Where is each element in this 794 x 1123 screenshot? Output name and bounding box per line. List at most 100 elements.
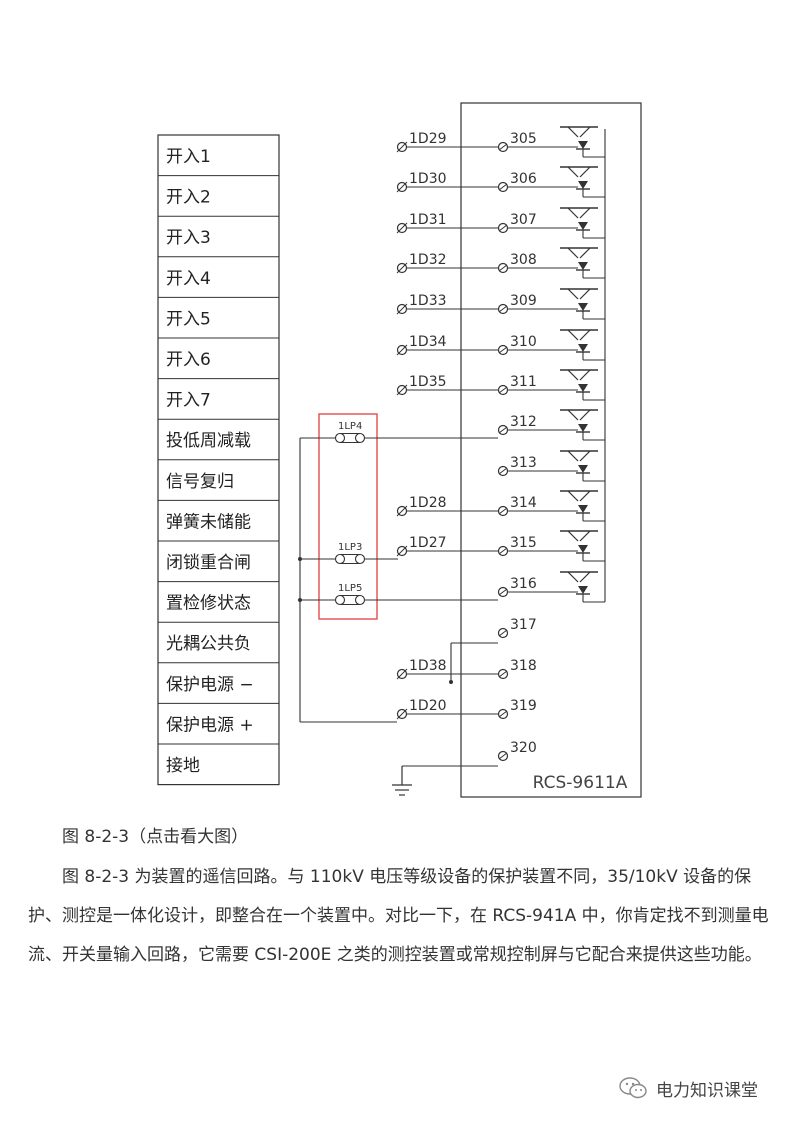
optocoupler: [560, 530, 598, 561]
figure-caption: 图 8-2-3（点击看大图）: [62, 827, 249, 847]
terminal-label: 1D30: [409, 171, 447, 187]
device-box: [460, 102, 642, 798]
wiring: [298, 129, 606, 767]
optocoupler-array: [560, 126, 598, 602]
transistor-lead: [567, 329, 579, 341]
optocoupler: [560, 247, 598, 278]
terminal-slash: [396, 222, 408, 234]
transistor-lead: [567, 450, 579, 462]
input-label: 置检修状态: [166, 594, 251, 614]
terminal-label: 1D38: [409, 658, 447, 674]
body-paragraph: 图 8-2-3 为装置的遥信回路。与 110kV 电压等级设备的保护装置不同，3…: [28, 867, 769, 965]
transistor-lead: [579, 329, 591, 341]
transistor-lead: [579, 450, 591, 462]
watermark: 电力知识课堂: [618, 1074, 758, 1102]
pin-number: 306: [510, 171, 537, 187]
terminal-slash: [396, 708, 408, 720]
junction-dot: [449, 680, 453, 684]
led-triangle: [578, 262, 588, 270]
terminal-label: 1D27: [409, 535, 447, 551]
plate-contact: [334, 553, 346, 565]
pin-number: 317: [510, 617, 537, 633]
pin-slash: [498, 670, 508, 678]
terminal-label: 1D35: [409, 374, 447, 390]
led-triangle: [578, 505, 588, 513]
pin-number: 315: [510, 535, 537, 551]
led-triangle: [578, 222, 588, 230]
pin-slash: [498, 507, 508, 515]
pin-slash: [498, 588, 508, 596]
pin-slash: [498, 629, 508, 637]
input-label: 开入2: [166, 188, 211, 208]
input-label: 开入7: [166, 391, 211, 411]
pin-number: 305: [510, 131, 537, 147]
transistor-lead: [567, 247, 579, 259]
terminal-label: 1D29: [409, 131, 447, 147]
terminal-slash: [396, 505, 408, 517]
pin-slash: [498, 143, 508, 151]
optocoupler: [560, 369, 598, 400]
led-triangle: [578, 384, 588, 392]
transistor-lead: [567, 369, 579, 381]
pin-number: 311: [510, 374, 537, 390]
optocoupler: [560, 288, 598, 319]
optocoupler: [560, 126, 598, 157]
input-label-table: 开入1开入2开入3开入4开入5开入6开入7投低周减载信号复归弹簧未储能闭锁重合闸…: [157, 134, 280, 786]
transistor-lead: [567, 166, 579, 178]
pin-number: 310: [510, 334, 537, 350]
led-triangle: [578, 545, 588, 553]
transistor-lead: [567, 288, 579, 300]
input-label: 开入3: [166, 228, 211, 248]
pin-number: 308: [510, 252, 537, 268]
plate-label: 1LP4: [338, 421, 362, 432]
transistor-lead: [579, 409, 591, 421]
pin-slash: [498, 752, 508, 760]
input-label: 闭锁重合闸: [166, 553, 251, 573]
pin-number: 309: [510, 293, 537, 309]
terminal-slash: [396, 262, 408, 274]
terminal-slash: [396, 344, 408, 356]
terminal-slash: [396, 303, 408, 315]
optocoupler: [560, 571, 598, 602]
transistor-lead: [567, 490, 579, 502]
transistor-lead: [567, 207, 579, 219]
optocoupler: [560, 409, 598, 440]
transistor-lead: [579, 126, 591, 138]
input-label: 接地: [166, 756, 200, 776]
input-label: 信号复归: [166, 472, 234, 492]
optocoupler: [560, 490, 598, 521]
plate-contact: [354, 432, 366, 444]
optocoupler: [560, 450, 598, 481]
terminal-slash: [396, 181, 408, 193]
plate-contact: [354, 553, 366, 565]
led-triangle: [578, 586, 588, 594]
transistor-lead: [579, 530, 591, 542]
led-triangle: [578, 181, 588, 189]
pin-slash: [498, 467, 508, 475]
transistor-lead: [579, 247, 591, 259]
telemetry-circuit-diagram: 开入1开入2开入3开入4开入5开入6开入7投低周减载信号复归弹簧未储能闭锁重合闸…: [157, 102, 642, 798]
transistor-lead: [579, 207, 591, 219]
transistor-lead: [567, 530, 579, 542]
pin-slash: [498, 183, 508, 191]
terminal-slash: [396, 141, 408, 153]
pin-number: 312: [510, 414, 537, 430]
transistor-lead: [579, 571, 591, 583]
terminal-label: 1D31: [409, 212, 447, 228]
transistor-lead: [579, 490, 591, 502]
input-label: 投低周减载: [166, 431, 251, 451]
input-label: 开入1: [166, 147, 211, 167]
plate-contact: [354, 594, 366, 606]
pin-number: 307: [510, 212, 537, 228]
terminal-slash: [396, 668, 408, 680]
pin-number: 314: [510, 495, 537, 511]
junction-dot: [298, 598, 302, 602]
terminal-label: 1D20: [409, 698, 447, 714]
led-triangle: [578, 303, 588, 311]
pin-slash: [498, 264, 508, 272]
led-triangle: [578, 344, 588, 352]
led-triangle: [578, 141, 588, 149]
terminal-slash: [396, 384, 408, 396]
pin-number: 320: [510, 740, 537, 756]
